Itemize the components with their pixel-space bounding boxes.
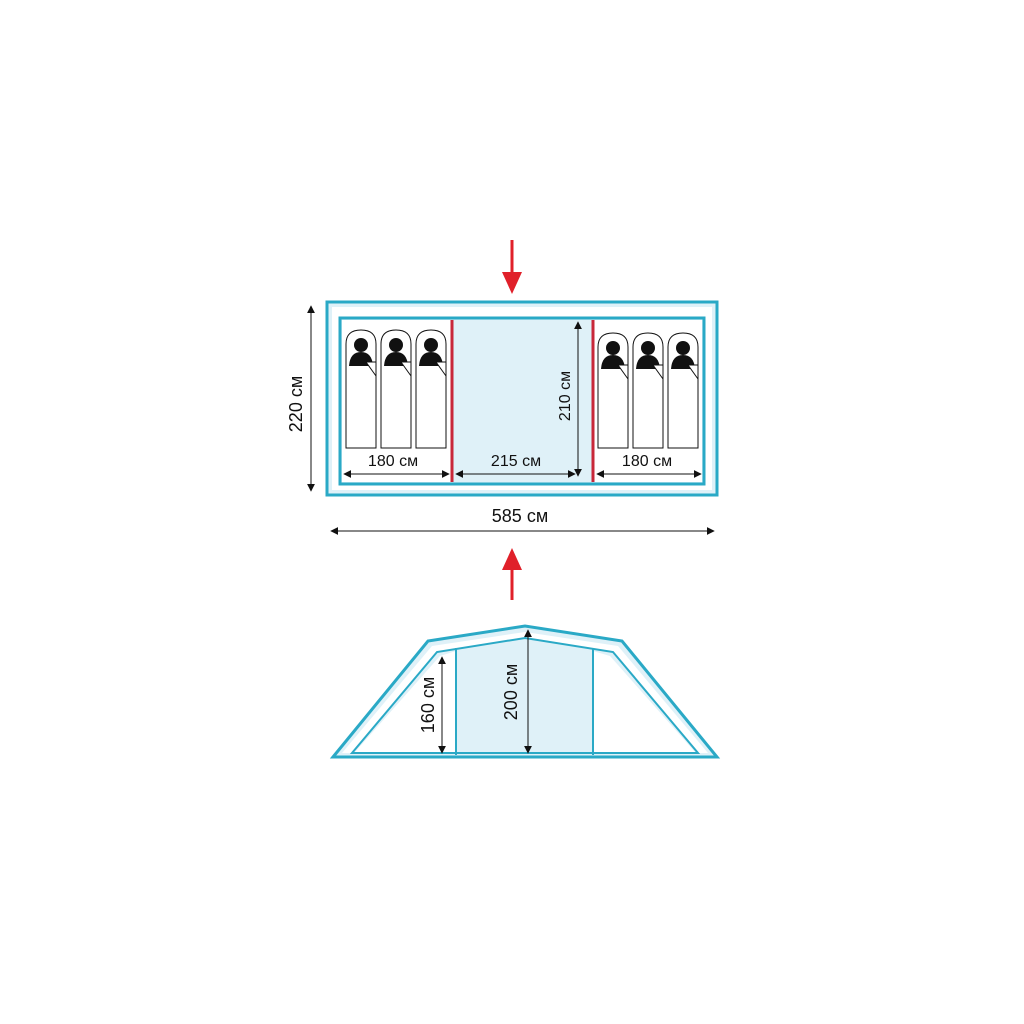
center-depth-label: 210 см	[557, 371, 574, 421]
sleeping-person-icon	[380, 329, 412, 449]
right-bedroom-side	[593, 651, 695, 752]
total-width-label: 585 см	[492, 506, 548, 526]
right-room-label: 180 см	[622, 453, 672, 470]
sleeping-person-icon	[415, 329, 447, 449]
left-bedroom-side	[355, 651, 456, 752]
side-view: 200 см 160 см	[329, 624, 721, 759]
left-sleepers	[345, 329, 447, 449]
sleeping-person-icon	[632, 332, 664, 449]
sleeping-person-icon	[667, 332, 699, 449]
room-height-label: 160 см	[418, 677, 438, 733]
total-depth-label: 220 см	[286, 376, 306, 432]
up-arrow-icon	[502, 548, 522, 600]
left-room-label: 180 см	[368, 453, 418, 470]
right-sleepers	[597, 332, 699, 449]
center-room-label: 215 см	[491, 453, 541, 470]
sleeping-person-icon	[345, 329, 377, 449]
down-arrow-icon	[502, 240, 522, 294]
floor-plan: 180 см 215 см 180 см 210 см 220 см 585 с…	[286, 300, 719, 535]
sleeping-person-icon	[597, 332, 629, 449]
center-height-label: 200 см	[501, 664, 521, 720]
